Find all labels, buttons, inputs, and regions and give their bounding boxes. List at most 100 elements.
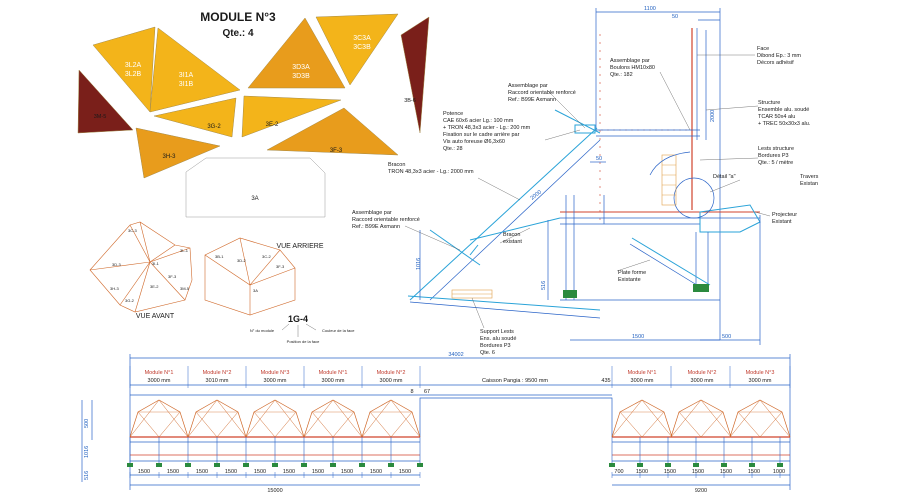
- annotation-plate-forme: Plate forme Existante: [618, 270, 646, 283]
- label-legend: 1G-4 N° du module Couleur de la face Pos…: [250, 314, 355, 344]
- module-truss-outline: [187, 399, 247, 438]
- annotation-face: Face Dibond Ep.: 3 mm Décors adhésif: [757, 46, 801, 66]
- annotation-line: Bracon: [503, 232, 520, 238]
- module-length: 3000 mm: [749, 378, 772, 384]
- dim-1100: 1100: [644, 6, 656, 12]
- front-view-labels: 3C-3 3L-1 3I-1 3D-3 3F-3 3H-3 3M-5 3E-2 …: [110, 228, 190, 303]
- dim-50-mid: 50: [596, 156, 602, 162]
- module-truss-diagonal: [245, 399, 305, 438]
- support-foot: [243, 463, 249, 467]
- panel-label: 3M-5: [94, 114, 107, 120]
- module-truss-outline: [670, 399, 732, 438]
- gap-8: 8: [410, 389, 413, 395]
- module-name: Module N°1: [628, 370, 657, 376]
- panel-3L2: [92, 26, 156, 113]
- legend-code: 1G-4: [288, 314, 308, 324]
- panel-label: 3C3B: [353, 44, 371, 51]
- panel-label: 3E-2: [266, 122, 279, 128]
- face-label: 3B-1: [215, 254, 224, 259]
- front-view-title: VUE AVANT: [136, 313, 175, 320]
- annotation-line: existant: [503, 239, 522, 245]
- front-view-3d: [89, 221, 193, 313]
- panel-label: 3L2B: [125, 71, 142, 78]
- annotation-line: Structure: [758, 100, 780, 106]
- panel-label: 3D3B: [292, 73, 310, 80]
- support-foot: [272, 463, 278, 467]
- module-length: 3000 mm: [691, 378, 714, 384]
- face-label: 3F-3: [168, 274, 177, 279]
- annotation-projecteur: Projecteur Existant: [772, 212, 797, 225]
- face-label: 3L-1: [180, 248, 189, 253]
- rear-view-labels: 3B-1 3D-2 3C-2 3F-3 3A: [215, 254, 285, 293]
- face-label: 3A: [253, 288, 258, 293]
- bottom-dim: 1500: [664, 469, 676, 475]
- module-truss-diagonal: [303, 399, 363, 438]
- annotation-line: Raccord orientable renforcé: [508, 90, 576, 96]
- dim-50-top: 50: [672, 14, 678, 20]
- face-label: 3C-2: [262, 254, 271, 259]
- dim-1500: 1500: [632, 334, 644, 340]
- bottom-dim: 1500: [341, 469, 353, 475]
- panel-3F-3: [266, 107, 399, 156]
- support-foot: [721, 463, 727, 467]
- legend-face-position: Position de la face: [287, 339, 320, 344]
- annotation-line: Bordures P3: [480, 343, 511, 349]
- annotation-lests: Lests structure Bordures P3 Qte.: 5 / mè…: [758, 146, 794, 166]
- module-truss-diagonal: [737, 411, 783, 438]
- annotation-line: Qte. 6: [480, 350, 495, 356]
- module-truss-diagonal: [361, 399, 421, 438]
- annotation-line: Potence: [443, 111, 463, 117]
- module-truss-outline: [611, 399, 673, 438]
- bottom-dim: 1500: [167, 469, 179, 475]
- face-label: 3D-2: [237, 258, 246, 263]
- annotation-detail: Détail "a": [713, 174, 736, 180]
- support-foot: [417, 463, 423, 467]
- support-foot: [777, 463, 783, 467]
- face-label: 3F-3: [276, 264, 285, 269]
- annotation-line: Ref.: B99E Axmann: [508, 97, 556, 103]
- module-truss-outline: [361, 399, 421, 438]
- annotation-support-lests: Support Lests Ens. alu soudé Bordures P3…: [480, 329, 516, 356]
- annotation-line: Ens. alu soudé: [480, 336, 516, 342]
- annotation-line: Bracon: [388, 162, 405, 168]
- elevation-right-modules: Module N°1 3000 mm Module N°2 3000 mm Mo…: [628, 370, 775, 384]
- panel-label: 3L2A: [125, 62, 142, 69]
- dim-1016: 1016: [416, 258, 422, 270]
- caisson-label: Caisson Pangia : 9500 mm: [482, 378, 548, 384]
- bottom-dim: 1500: [225, 469, 237, 475]
- module-truss-diagonal: [729, 399, 791, 438]
- panel-3C3: [315, 13, 399, 86]
- dim-516: 516: [541, 281, 547, 290]
- module-name: Module N°2: [688, 370, 717, 376]
- annotation-line: Qte.: 182: [610, 72, 633, 78]
- module-truss-diagonal: [187, 399, 247, 438]
- support-foot: [156, 463, 162, 467]
- dim-total: 34002: [448, 352, 463, 358]
- support-foot: [127, 463, 133, 467]
- module-truss-diagonal: [253, 411, 297, 438]
- support-foot: [665, 463, 671, 467]
- annotation-line: Ensemble alu. soudé: [758, 107, 809, 113]
- annotation-assembly-low: Assemblage par Raccord orientable renfor…: [352, 210, 420, 230]
- support-foot: [609, 463, 615, 467]
- bottom-dim: 1500: [196, 469, 208, 475]
- gap-435: 435: [601, 378, 610, 384]
- bottom-total-right: 9200: [695, 488, 707, 494]
- bottom-dim: 700: [614, 469, 623, 475]
- annotation-line: + TRON 48,3x3 acier - Lg.: 200 mm: [443, 125, 531, 131]
- module-truss-diagonal: [311, 411, 355, 438]
- panel-label: 3H-3: [162, 154, 176, 160]
- annotation-bracon: Bracon TRON 48,3x3 acier - Lg.: 2000 mm: [388, 162, 474, 175]
- legend-module-no: N° du module: [250, 328, 275, 333]
- panel-label: 3D3A: [292, 64, 310, 71]
- face-label: 3H-3: [110, 286, 119, 291]
- panel-3I1: [149, 27, 241, 113]
- annotation-line: Boulons HM10x80: [610, 65, 655, 71]
- panel-3B-6: [400, 16, 430, 134]
- face-label: 3C-3: [128, 228, 137, 233]
- section-drawing: 1100 50 2000 2000: [407, 6, 761, 345]
- panel-3M-5: [77, 69, 134, 134]
- elevation-generated: [127, 366, 791, 478]
- annotation-line: Assemblage par: [610, 58, 650, 64]
- support-foot: [185, 463, 191, 467]
